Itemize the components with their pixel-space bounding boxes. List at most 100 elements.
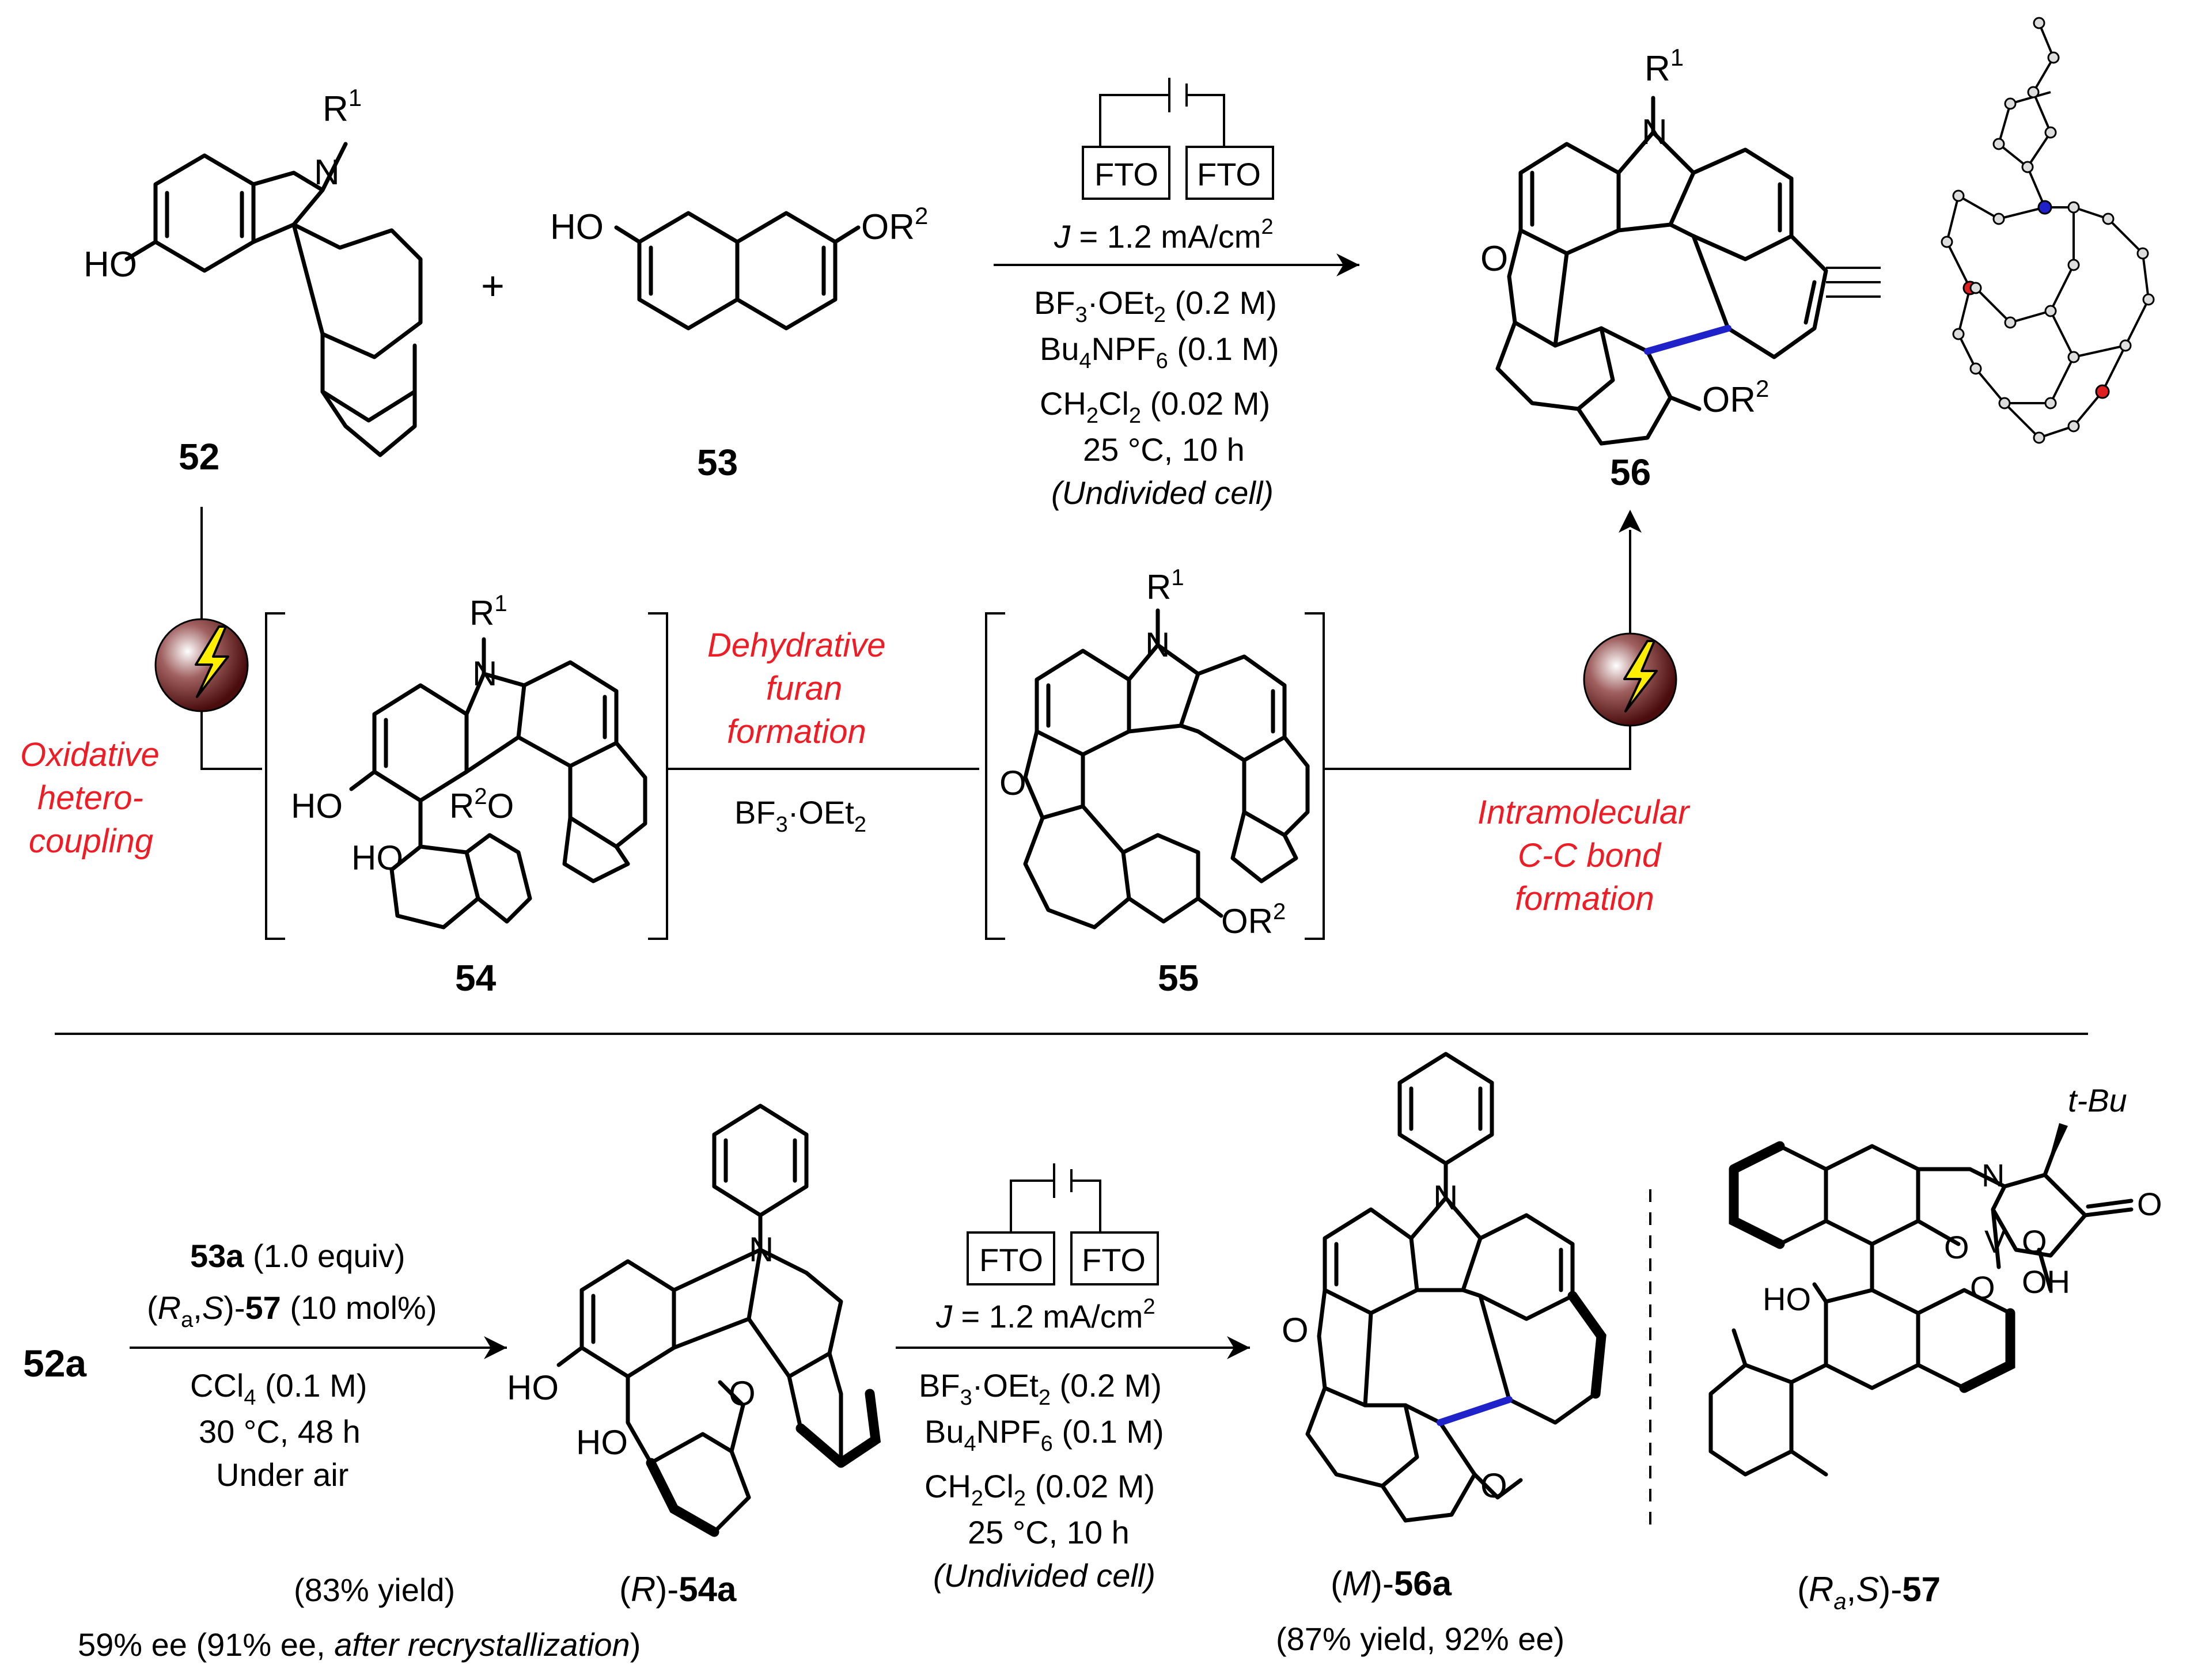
label-ho-54a-top: HO — [507, 1368, 559, 1407]
electrode-cell-top — [1082, 78, 1274, 200]
label-r2o-54: R2O — [449, 784, 514, 825]
label-current-density-bottom: J = 1.2 mA/cm2 — [935, 1295, 1155, 1334]
label-fto-left-top: FTO — [1094, 156, 1158, 192]
label-o-55: O — [999, 764, 1026, 802]
label-bf3-bottom: BF3·OEt2 (0.2 M) — [919, 1367, 1162, 1410]
label-bf3-mech: BF3·OEt2 — [734, 794, 866, 837]
label-cell-top: (Undivided cell) — [1051, 475, 1274, 511]
new-bond-56 — [1644, 325, 1731, 355]
label-step1-reagent: 53a (1.0 equiv) — [190, 1238, 406, 1274]
label-ho-54b: HO — [351, 839, 403, 877]
label-step1-atmosphere: Under air — [216, 1457, 348, 1493]
label-n-56a: N — [1433, 1178, 1458, 1217]
label-oxidative-2: hetero- — [37, 779, 143, 817]
label-step1-yield: (83% yield) — [294, 1572, 455, 1608]
label-step1-temp: 30 °C, 48 h — [199, 1413, 361, 1450]
label-compound-52a: 52a — [23, 1342, 87, 1385]
label-o-57-phenol: O — [1944, 1229, 1969, 1265]
structure-54a — [556, 1103, 843, 1534]
bracket-right-54 — [648, 612, 668, 940]
bold-ring-54a-right — [795, 1389, 881, 1468]
label-current-density-top: J = 1.2 mA/cm2 — [1054, 215, 1274, 255]
label-ch2cl2-bottom: CH2Cl2 (0.02 M) — [925, 1468, 1155, 1511]
label-r1-55: R1 — [1146, 565, 1184, 606]
label-ome-56a: O — [1480, 1466, 1507, 1505]
label-bf3-top: BF3·OEt2 (0.2 M) — [1034, 285, 1277, 327]
electrode-cell-bottom — [967, 1163, 1159, 1285]
label-oh-57: OH — [2022, 1264, 2070, 1300]
label-dehydrative-2: furan — [766, 670, 842, 707]
label-intramolecular-2: C-C bond — [1518, 837, 1662, 874]
bracket-left-55 — [985, 612, 1005, 940]
arrow-top-head — [1336, 253, 1359, 276]
label-o-57-ester: O — [2022, 1223, 2047, 1260]
label-tbu-57: t-Bu — [2068, 1082, 2127, 1118]
label-fto-right-top: FTO — [1197, 156, 1261, 192]
label-r1-54: R1 — [469, 591, 507, 632]
label-product-56a: (M)-56a — [1331, 1564, 1452, 1603]
label-n-54: N — [472, 654, 497, 693]
structure-55 — [1023, 608, 1310, 930]
label-r1-56: R1 — [1645, 44, 1684, 89]
label-cell-bottom: (Undivided cell) — [933, 1557, 1155, 1594]
plus-sign: + — [481, 263, 505, 308]
label-bu4npf6-bottom: Bu4NPF6 (0.1 M) — [925, 1413, 1164, 1456]
label-n-54a: N — [749, 1230, 774, 1269]
label-compound-55: 55 — [1158, 957, 1199, 999]
bold-ring-57-top — [1729, 1141, 1785, 1249]
label-ho-52: HO — [84, 245, 137, 285]
label-o-57-oxo: O — [1970, 1269, 1995, 1306]
new-bond-56a — [1437, 1396, 1513, 1426]
label-step1-catalyst: (Ra,S)-57 (10 mol%) — [147, 1290, 437, 1332]
label-r1-52: R1 — [323, 84, 362, 129]
structure-56a — [1305, 1052, 1604, 1523]
structure-52 — [124, 142, 423, 457]
structure-53 — [614, 211, 861, 331]
structure-56 — [1495, 96, 1828, 446]
label-compound-53: 53 — [697, 442, 738, 483]
label-product-54a: (R)-54a — [619, 1570, 737, 1609]
wedge-bond-57 — [2045, 1123, 2068, 1175]
connector-left — [200, 507, 262, 770]
crystal-structure — [1941, 17, 2155, 444]
label-compound-56: 56 — [1610, 452, 1651, 493]
label-o-56: O — [1480, 239, 1508, 279]
label-or2-56: OR2 — [1702, 375, 1769, 420]
equivalence-sign — [1826, 267, 1881, 298]
arrow-step1-head — [484, 1336, 507, 1359]
label-compound-52: 52 — [179, 436, 219, 477]
label-or2-55: OR2 — [1221, 899, 1286, 941]
label-ho-54a-bottom: HO — [576, 1423, 628, 1462]
bold-ring-54a-left — [646, 1458, 719, 1537]
label-fto-left-bottom: FTO — [979, 1242, 1043, 1278]
label-catalyst-57: (Ra,S)-57 — [1797, 1570, 1941, 1614]
label-dehydrative-1: Dehydrative — [707, 627, 885, 664]
label-oxidative-3: coupling — [29, 822, 153, 860]
bracket-right-55 — [1305, 612, 1325, 940]
structure-54 — [349, 637, 647, 930]
label-n-56: N — [1642, 112, 1668, 152]
label-n-52: N — [314, 153, 340, 192]
label-n-57: N — [1981, 1157, 2005, 1193]
label-ho-54a: HO — [291, 787, 343, 825]
connector-55-56 — [1324, 530, 1631, 770]
label-oxidative-1: Oxidative — [20, 736, 160, 773]
label-temp-bottom: 25 °C, 10 h — [968, 1514, 1130, 1550]
bold-ring-57-bottom — [1959, 1308, 2015, 1393]
label-v-57: V — [1984, 1223, 2006, 1260]
label-fto-right-bottom: FTO — [1082, 1242, 1146, 1278]
label-or2-53: OR2 — [861, 202, 928, 247]
label-56a-result: (87% yield, 92% ee) — [1276, 1621, 1564, 1657]
label-dehydrative-3: formation — [727, 713, 866, 750]
label-n-55: N — [1145, 625, 1170, 664]
arrow-up-head — [1619, 510, 1642, 533]
bracket-left-54 — [265, 612, 285, 940]
label-ho-57: HO — [1763, 1281, 1811, 1317]
label-o-56a: O — [1282, 1311, 1309, 1349]
label-o-57-carbonyl: O — [2137, 1186, 2162, 1222]
label-ch2cl2-top: CH2Cl2 (0.02 M) — [1040, 385, 1270, 428]
label-step1-solvent: CCl4 (0.1 M) — [190, 1367, 367, 1410]
bold-ring-56a — [1567, 1291, 1606, 1399]
label-step1-ee: 59% ee (91% ee, after recrystallization) — [78, 1626, 641, 1663]
